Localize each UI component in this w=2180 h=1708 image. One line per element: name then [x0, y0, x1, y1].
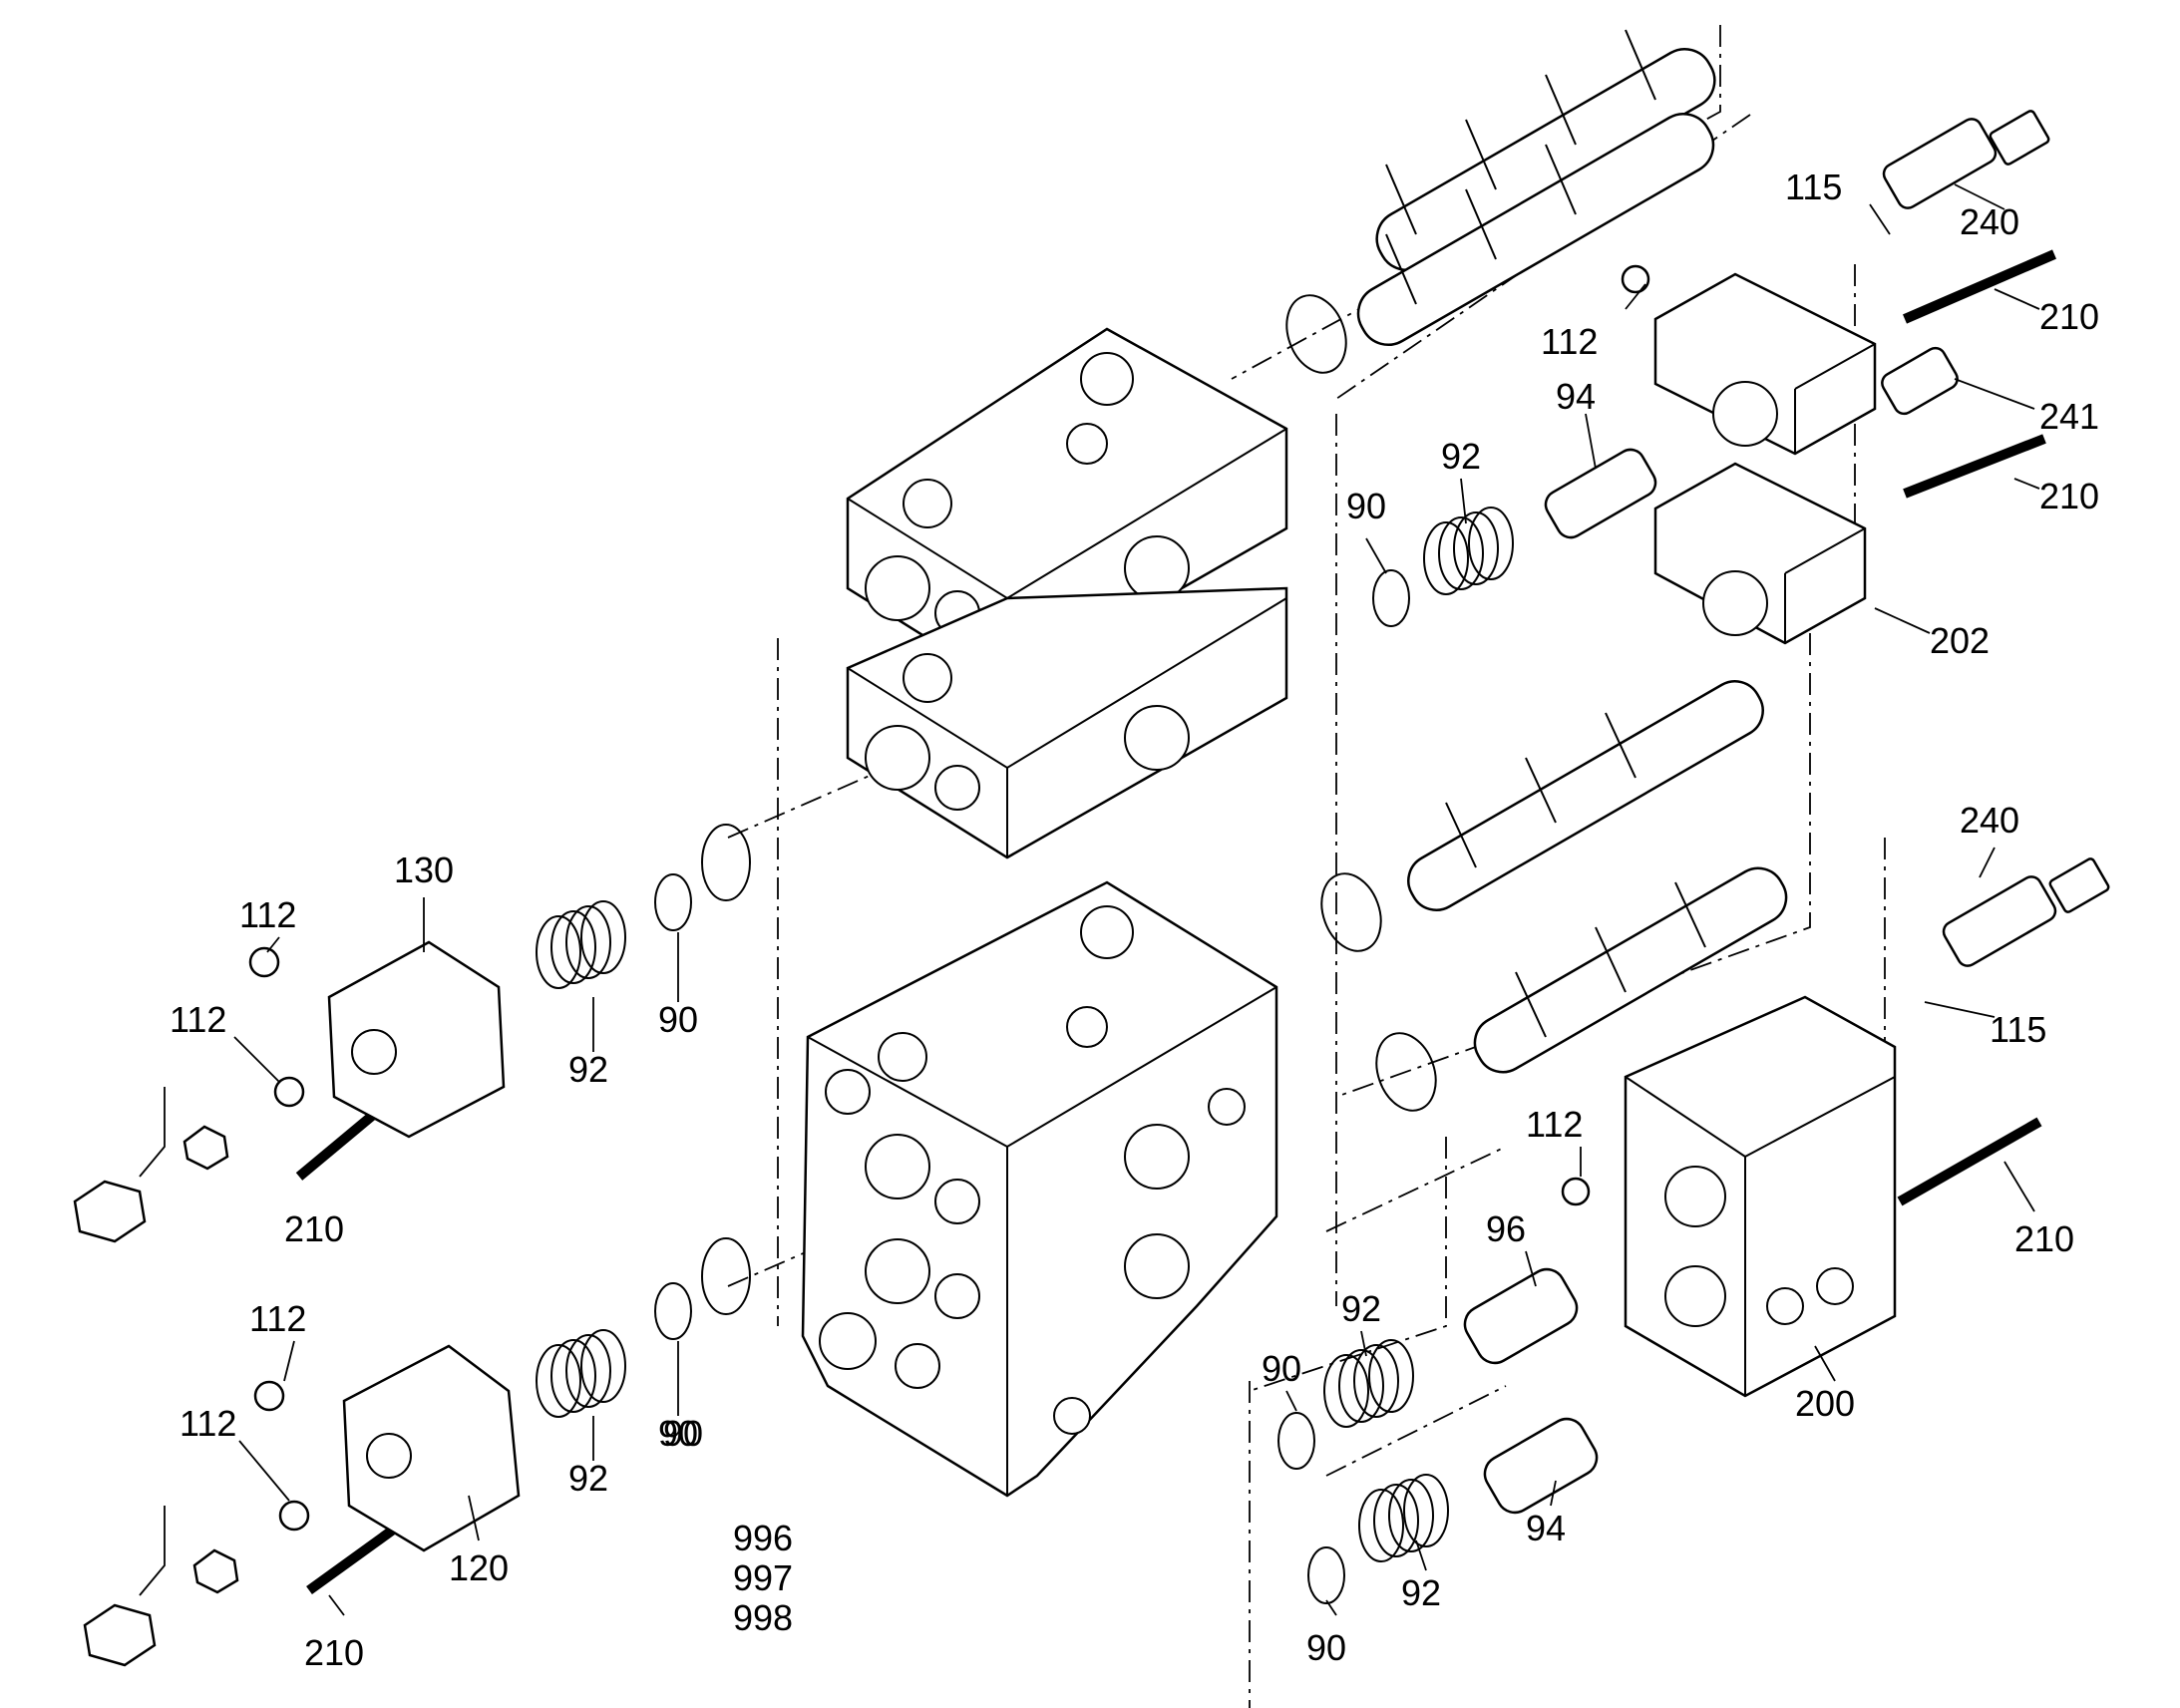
- end-cap-200: [1624, 995, 1897, 1398]
- callout-112: 112: [1526, 1104, 1583, 1145]
- part-number-996: 996: [733, 1518, 793, 1558]
- callout-240: 240: [1960, 800, 2019, 841]
- o-rings-left: [701, 824, 751, 1315]
- callout-90: 90: [1306, 1627, 1346, 1668]
- callout-210: 210: [2014, 1218, 2074, 1259]
- spring-left-lower: [536, 1329, 626, 1418]
- callout-92: 92: [1341, 1288, 1381, 1329]
- callout-210: 210: [304, 1632, 364, 1673]
- sensor-240-top: [1882, 110, 2050, 209]
- valve-section-middle: [846, 586, 1288, 859]
- callout-90: 90: [658, 1413, 698, 1454]
- spring-left-upper: [536, 900, 626, 989]
- callout-200: 200: [1795, 1383, 1855, 1424]
- callout-120: 120: [449, 1547, 509, 1588]
- o-ring-top: [1285, 294, 1347, 374]
- cap-120: [342, 1344, 521, 1552]
- callout-94: 94: [1526, 1508, 1566, 1548]
- end-cap-202: [1653, 272, 1877, 645]
- spool-middle: [1407, 680, 1764, 911]
- callout-112: 112: [1541, 321, 1598, 362]
- assembly-centerlines: [727, 25, 1886, 1708]
- spring-right-low: [1358, 1474, 1449, 1562]
- cap-130: [327, 940, 506, 1139]
- spring-right-mid: [1323, 1339, 1414, 1428]
- part-number-list: 996 997 998: [733, 1518, 793, 1638]
- callout-92: 92: [568, 1458, 608, 1499]
- o-ring-lower-right: [1375, 1032, 1437, 1112]
- callout-92: 92: [568, 1049, 608, 1090]
- callout-labels: 240 115 210 112 94 241 92 210 90 202 240…: [170, 167, 2099, 1673]
- callout-241: 241: [2039, 396, 2099, 437]
- callout-112: 112: [249, 1298, 306, 1339]
- seats-90: [654, 569, 1410, 1604]
- spring-right-top: [1423, 507, 1514, 595]
- callout-90: 90: [1346, 486, 1386, 526]
- plugs-left: [73, 264, 1650, 1667]
- part-number-997: 997: [733, 1557, 793, 1598]
- callout-90: 90: [663, 1413, 703, 1454]
- valve-body-main: [801, 880, 1278, 1498]
- callout-202: 202: [1930, 620, 1990, 661]
- callout-130: 130: [394, 850, 454, 890]
- callout-210: 210: [2039, 476, 2099, 516]
- callout-112: 112: [170, 999, 226, 1040]
- spool-top-lower: [1356, 113, 1715, 346]
- spool-lower: [1473, 866, 1788, 1074]
- callout-115: 115: [1785, 167, 1842, 207]
- part-number-998: 998: [733, 1597, 793, 1638]
- callout-92: 92: [1401, 1572, 1441, 1613]
- callout-92: 92: [1441, 436, 1481, 477]
- callout-112: 112: [239, 894, 296, 935]
- callout-115: 115: [1990, 1009, 2046, 1050]
- piston-94-top: [1544, 448, 1657, 539]
- callout-90: 90: [658, 999, 698, 1040]
- callout-112: 112: [180, 1403, 236, 1444]
- o-ring-middle: [1320, 872, 1382, 952]
- piston-94-bottom: [1483, 1417, 1599, 1515]
- callout-240: 240: [1960, 201, 2019, 242]
- callout-210: 210: [284, 1208, 344, 1249]
- piston-96: [1463, 1267, 1579, 1365]
- callout-94: 94: [1556, 376, 1596, 417]
- callout-96: 96: [1486, 1208, 1526, 1249]
- leader-lines: [139, 183, 2040, 1616]
- sensor-240-lower: [1942, 857, 2110, 967]
- sensor-241: [1881, 346, 1959, 416]
- callout-210: 210: [2039, 296, 2099, 337]
- callout-90: 90: [1262, 1348, 1301, 1389]
